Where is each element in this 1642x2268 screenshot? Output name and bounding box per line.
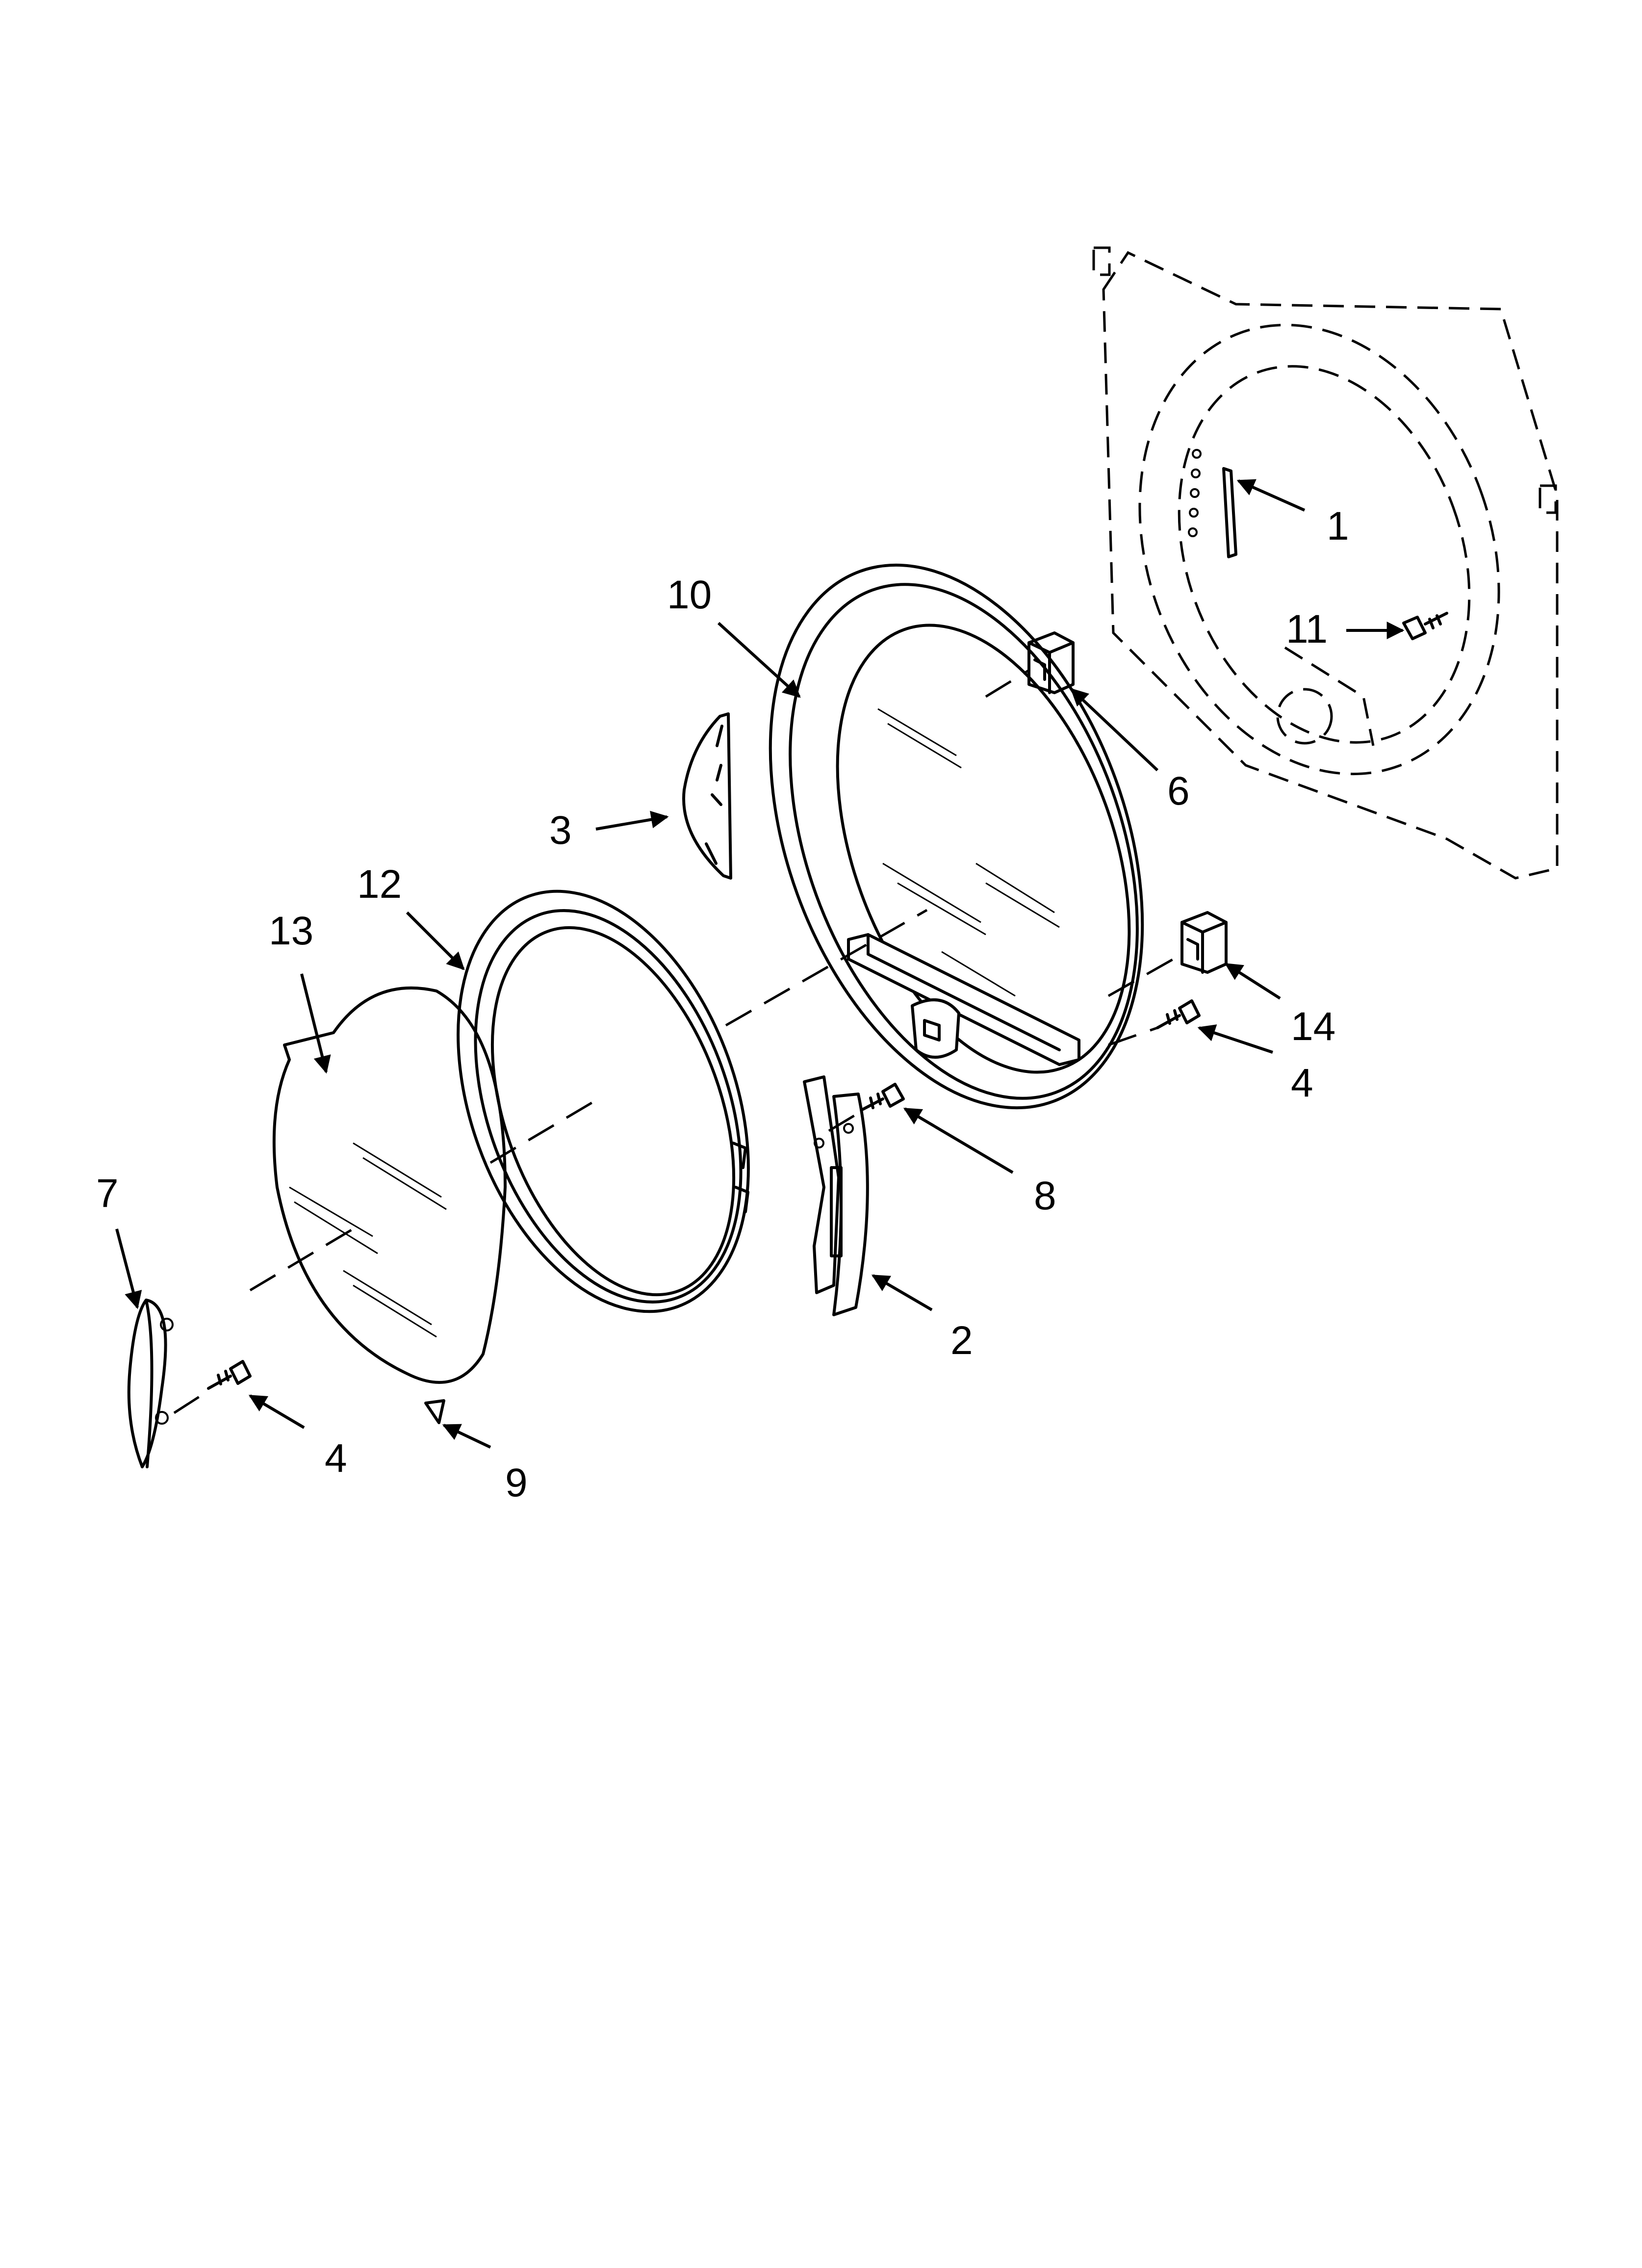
leader-10 [717, 622, 801, 698]
leader-4b [248, 1394, 305, 1429]
callout-7: 7 [96, 1171, 119, 1216]
callout-4-upper: 4 [1291, 1061, 1313, 1105]
callout-labels: 1 11 10 6 3 12 13 14 4 8 7 2 4 9 [96, 504, 1349, 1505]
leader-4a [1197, 1024, 1273, 1054]
callout-13: 13 [269, 909, 313, 953]
dryer-front-panel [1092, 246, 1559, 880]
part-4-screw-lower [207, 1360, 252, 1390]
leader-3 [595, 810, 669, 831]
callout-8: 8 [1034, 1173, 1056, 1218]
callout-11: 11 [1286, 607, 1328, 652]
part-13-inner-glass [272, 986, 507, 1384]
part-12-door-seal [457, 889, 750, 1313]
part-1-hinge-strip [1188, 449, 1237, 558]
callout-3: 3 [549, 808, 572, 853]
callout-12: 12 [357, 862, 402, 907]
leader-7 [115, 1228, 142, 1309]
callout-9: 9 [505, 1460, 528, 1505]
part-2-hinge-assembly [803, 1075, 869, 1316]
leader-8 [903, 1107, 1014, 1174]
leader-13 [300, 973, 331, 1074]
leader-14 [1224, 963, 1281, 1000]
callout-10: 10 [667, 573, 712, 617]
part-8-screw [858, 1083, 905, 1113]
callout-leaders [115, 479, 1405, 1449]
part-13-glare-lines [289, 1142, 447, 1338]
part-11-screw [1402, 612, 1448, 640]
part-7-door-handle [127, 1299, 174, 1468]
leader-6 [1070, 688, 1159, 772]
callout-4-lower: 4 [325, 1436, 347, 1481]
leader-12 [406, 911, 465, 970]
part-3-latch-plate [682, 712, 732, 880]
part-10-outer-door [769, 563, 1144, 1110]
callout-2: 2 [950, 1318, 973, 1363]
part-14-hinge-bracket [1180, 911, 1228, 974]
part-9-clip [424, 1399, 445, 1424]
leader-9 [442, 1424, 491, 1449]
part-4-screw-upper [1156, 999, 1201, 1029]
callout-14: 14 [1291, 1004, 1335, 1049]
assembly-axis-lines [173, 668, 1183, 1414]
part-10-glare-lines [877, 708, 1060, 997]
leader-1 [1236, 479, 1306, 512]
leader-2 [871, 1274, 933, 1311]
callout-1: 1 [1327, 504, 1349, 548]
callout-6: 6 [1167, 769, 1190, 813]
